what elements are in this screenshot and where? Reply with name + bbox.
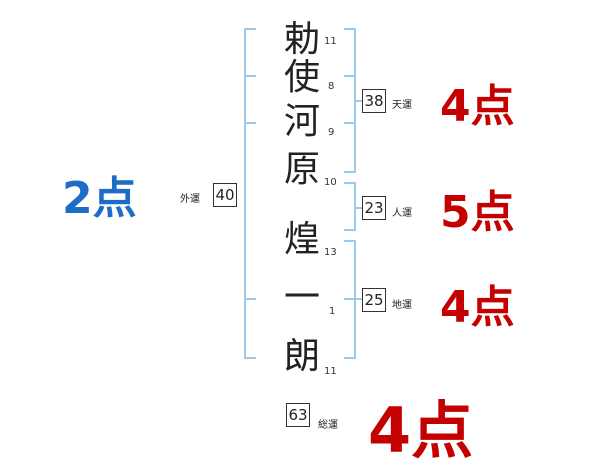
chikaku-score: 4点 bbox=[440, 282, 515, 333]
chikaku-value: 25 bbox=[362, 288, 386, 312]
name-char: 勅 bbox=[283, 19, 320, 60]
gaikaku-score: 2点 bbox=[62, 173, 137, 224]
stroke-count: 8 bbox=[328, 81, 335, 92]
chikaku-label: 地運 bbox=[392, 300, 412, 311]
stroke-count: 1 bbox=[329, 306, 336, 317]
jinkaku-label: 人運 bbox=[392, 208, 412, 219]
stroke-count: 10 bbox=[324, 177, 337, 188]
jinkaku-value: 23 bbox=[362, 196, 386, 220]
soukaku-score: 4点 bbox=[368, 394, 474, 467]
gaikaku-value: 40 bbox=[213, 183, 237, 207]
jinkaku-score: 5点 bbox=[440, 187, 515, 238]
gaikaku-label: 外運 bbox=[180, 194, 200, 205]
name-char: 煌 bbox=[283, 219, 320, 260]
stroke-count: 9 bbox=[328, 127, 335, 138]
stroke-count: 13 bbox=[324, 247, 337, 258]
name-char: 朗 bbox=[283, 336, 320, 377]
tenkaku-value: 38 bbox=[362, 89, 386, 113]
name-char: 使 bbox=[283, 57, 320, 98]
soukaku-label: 総運 bbox=[318, 420, 338, 431]
stroke-count: 11 bbox=[324, 366, 337, 377]
name-char: 一 bbox=[283, 277, 320, 318]
name-char: 河 bbox=[283, 101, 320, 142]
stroke-count: 11 bbox=[324, 36, 337, 47]
tenkaku-score: 4点 bbox=[440, 81, 515, 132]
soukaku-value: 63 bbox=[286, 403, 310, 427]
tenkaku-label: 天運 bbox=[392, 100, 412, 111]
name-char: 原 bbox=[283, 149, 320, 190]
